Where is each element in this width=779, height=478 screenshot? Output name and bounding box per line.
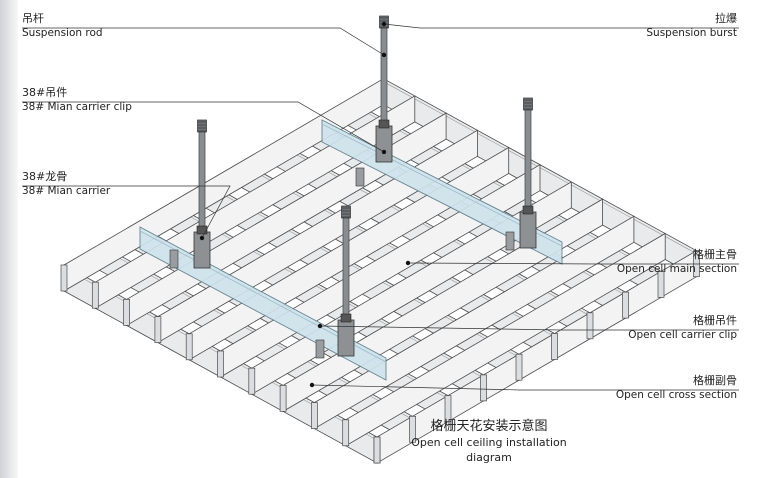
rod-nut bbox=[378, 119, 390, 129]
fin-end-cap bbox=[60, 264, 68, 292]
grid-clip bbox=[505, 231, 515, 251]
fin-end-cap bbox=[480, 374, 487, 402]
fin-end-cap bbox=[185, 333, 193, 361]
leader-line bbox=[311, 384, 739, 391]
carrier-clip bbox=[519, 211, 537, 249]
fin-end-cap bbox=[217, 350, 224, 378]
fin-end-cap bbox=[657, 271, 665, 298]
leader-dot bbox=[381, 21, 387, 27]
rod-nut bbox=[196, 225, 208, 235]
left-edge-shade bbox=[0, 0, 18, 478]
suspension-burst bbox=[341, 205, 351, 219]
carrier-clip bbox=[337, 319, 355, 357]
grid-clip bbox=[315, 339, 325, 359]
fin-end-cap bbox=[586, 312, 594, 340]
suspension-rod bbox=[342, 211, 350, 321]
fin-end-cap bbox=[154, 316, 162, 343]
suspension-rod bbox=[524, 103, 532, 213]
suspension-rod bbox=[380, 21, 388, 127]
diagram-caption: 格栅天花安装示意图 Open cell ceiling installation… bbox=[411, 419, 567, 464]
leader-dot bbox=[405, 260, 411, 266]
fin-end-cap bbox=[342, 419, 350, 447]
grid-clip bbox=[169, 249, 179, 269]
leader-dot bbox=[381, 149, 387, 155]
fin-end-cap bbox=[91, 281, 99, 309]
leader-dot bbox=[381, 52, 387, 58]
fin-end-cap bbox=[373, 436, 381, 464]
leader-line bbox=[383, 23, 739, 29]
fin-end-cap bbox=[551, 333, 558, 360]
suspension-rod bbox=[198, 125, 206, 233]
leader-line bbox=[22, 101, 385, 153]
leader-line bbox=[22, 185, 231, 239]
fin-end-cap bbox=[409, 415, 416, 443]
fin-end-cap bbox=[248, 367, 256, 395]
leader-lines bbox=[22, 21, 739, 391]
leader-line bbox=[407, 262, 739, 265]
leader-dot bbox=[199, 235, 205, 241]
fin-end-cap bbox=[515, 353, 523, 381]
carrier-clip bbox=[375, 125, 393, 163]
fin-end-cap bbox=[444, 395, 452, 422]
leader-line bbox=[22, 27, 385, 56]
fin-end-cap bbox=[279, 385, 287, 412]
suspension-burst bbox=[523, 97, 533, 111]
suspension-burst bbox=[197, 119, 207, 133]
fin-end-cap bbox=[622, 291, 629, 319]
leader-dot bbox=[317, 323, 323, 329]
rod-nut bbox=[340, 313, 352, 323]
fin-end-cap bbox=[311, 402, 318, 429]
fin-end-cap bbox=[123, 299, 130, 326]
leader-line bbox=[319, 325, 739, 331]
grid-clip bbox=[355, 167, 365, 187]
leader-dot bbox=[309, 382, 315, 388]
rod-nut bbox=[522, 205, 534, 215]
